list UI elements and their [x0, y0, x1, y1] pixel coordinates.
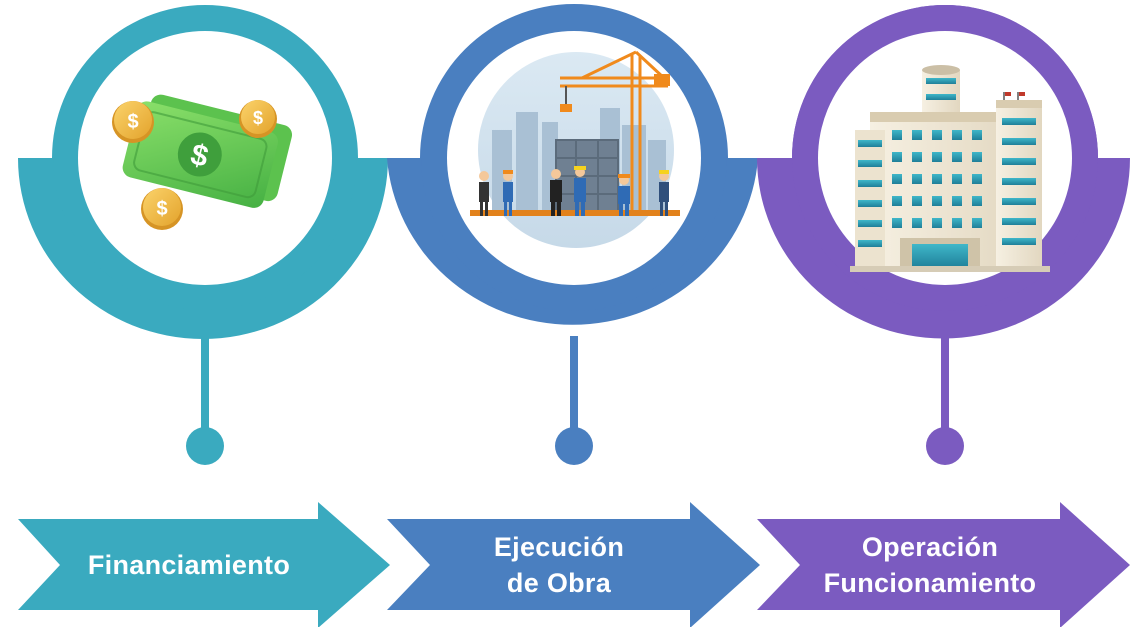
coin-bottom: $ — [141, 188, 183, 230]
stage-3-connector — [941, 336, 949, 436]
label-operacion-line-1: Operación — [861, 531, 999, 562]
stage-financiamiento: $ $ $ $ — [18, 5, 388, 465]
arrow-ejecucion — [387, 502, 760, 627]
coin-3-dollar-sign: $ — [156, 198, 167, 220]
money-bills-coins-icon: $ $ $ $ — [112, 94, 293, 230]
stage-1-connector — [201, 336, 209, 436]
label-ejecucion: Ejecución de Obra — [430, 519, 688, 610]
label-financiamiento: Financiamiento — [60, 519, 318, 610]
stage-ejecucion — [387, 4, 758, 465]
coin-2-dollar-sign: $ — [253, 108, 263, 128]
coin-top-right: $ — [239, 100, 277, 138]
stage-2-connector — [570, 336, 578, 436]
office-building-icon — [850, 65, 1050, 272]
stage-operacion — [757, 5, 1130, 465]
label-financiamiento-line-1: Financiamiento — [87, 549, 291, 580]
arrow-financiamiento — [18, 502, 390, 627]
arrow-operacion — [757, 502, 1130, 627]
workers-group — [479, 166, 669, 216]
label-ejecucion-line-1: Ejecución — [493, 531, 625, 562]
construction-site-icon — [470, 50, 680, 248]
label-ejecucion-line-2: de Obra — [506, 567, 612, 598]
coin-top-left: $ — [112, 101, 154, 143]
stage-1-dot — [186, 427, 224, 465]
stage-2-dot — [555, 427, 593, 465]
stage-3-dot — [926, 427, 964, 465]
coin-1-dollar-sign: $ — [127, 111, 138, 133]
label-operacion-line-2: Funcionamiento — [823, 567, 1037, 598]
label-operacion: Operación Funcionamiento — [800, 519, 1060, 610]
